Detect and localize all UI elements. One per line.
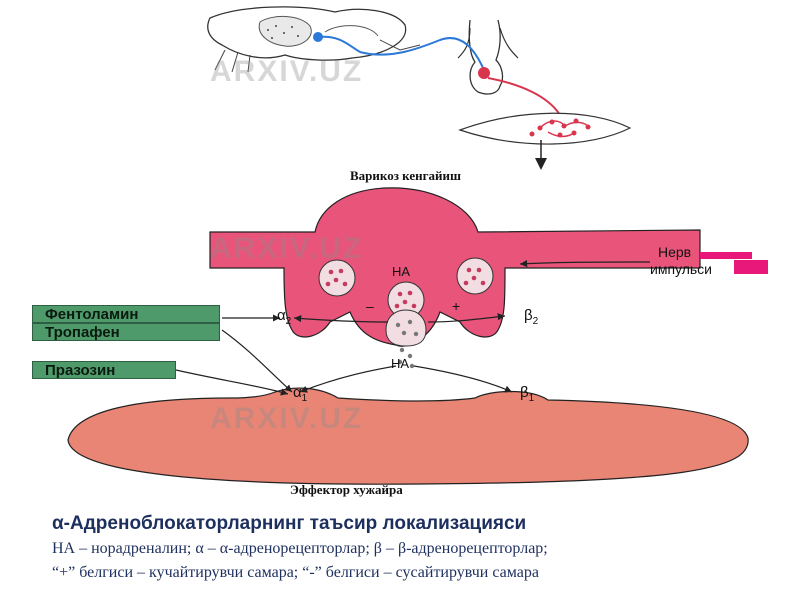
effector-cell-label: Эффектор хужайра	[290, 482, 403, 497]
tropafen-box: Тропафен	[32, 323, 220, 341]
caption-line-1: НА – норадреналин; α – α-адренорецепторл…	[52, 540, 548, 557]
nerve-impulse-marker	[700, 252, 752, 259]
effector-cell	[67, 387, 749, 485]
caption-title: α-Адреноблокаторларнинг таъсир локализац…	[52, 513, 527, 534]
preganglionic-fiber	[317, 35, 485, 71]
arrow-na-to-beta1	[413, 365, 513, 393]
spinal-cord-section	[207, 6, 421, 73]
caption-line-2: “+” белгиси – кучайтирувчи самара; “-” б…	[52, 564, 539, 581]
released-noradrenaline	[395, 319, 419, 369]
minus-sign: –	[366, 298, 374, 314]
alpha2-receptor-label: α2	[277, 307, 292, 327]
watermark: ARXIV.UZ	[210, 55, 364, 88]
na-label-top: НА	[392, 264, 411, 279]
beta2-receptor-label: β2	[524, 307, 539, 327]
postganglionic-fiber	[487, 77, 561, 116]
watermark: ARXIV.UZ	[210, 232, 364, 265]
arrow-na-to-alpha1	[299, 365, 397, 393]
arrow-box3-alpha1	[175, 369, 289, 396]
exocytosis-vesicle	[385, 309, 427, 347]
arrow-to-beta2	[427, 313, 506, 323]
preganglionic-neuron	[313, 32, 323, 42]
target-tissue	[458, 112, 632, 145]
varicosity-label: Варикоз кенгайиш	[350, 168, 461, 183]
arrow-to-alpha2	[293, 314, 389, 323]
arrow-box2-alpha1	[221, 329, 293, 393]
postganglionic-neuron	[478, 67, 490, 79]
nerve-impulse-label-2: импульси	[650, 261, 713, 277]
nerve-impulse-label-1: Нерв	[658, 244, 692, 260]
arrow-nerve-impulse	[519, 260, 651, 268]
arrows	[175, 260, 651, 396]
nerve-terminal	[209, 187, 701, 347]
sympathetic-ganglion	[457, 19, 519, 95]
prazosin-box: Празозин	[32, 361, 176, 379]
phentolamine-box: Фентоламин	[32, 305, 220, 323]
plus-sign: +	[452, 298, 461, 314]
watermark: ARXIV.UZ	[210, 402, 364, 435]
alpha1-receptor-label: α1	[293, 384, 308, 404]
zoom-arrow	[535, 140, 547, 170]
na-label-bottom: НА	[391, 356, 410, 371]
beta1-receptor-label: β1	[520, 384, 535, 404]
